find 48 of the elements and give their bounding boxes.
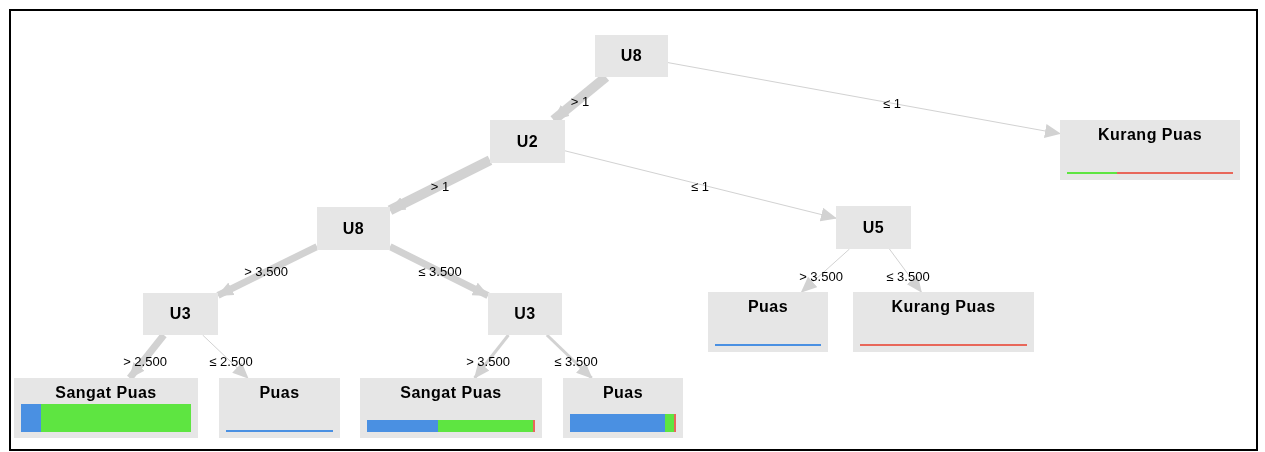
arrow [545,333,593,380]
node-label: Puas [602,383,644,403]
edge-label: > 1 [570,94,590,108]
edge-label: ≤ 3.500 [418,264,462,278]
edge-label: > 3.500 [466,354,510,368]
leaf-box [14,378,198,438]
edge-label: > 3.500 [799,269,843,283]
node-label: U3 [514,304,536,324]
edge-label: ≤ 2.500 [209,354,253,368]
edge-label: ≤ 3.500 [886,269,930,283]
node-label: U3 [169,304,192,324]
decision-box [595,35,668,77]
edge-label: > 1 [430,179,450,193]
leaf-box [563,378,683,438]
arrow [202,334,249,379]
node-label: Kurang Puas [891,297,996,317]
node-label: U2 [516,131,539,152]
edge-label: ≤ 3.500 [554,354,598,368]
arrow [216,243,319,299]
node-label: Sangat Puas [400,383,502,403]
node-label: Sangat Puas [55,383,157,403]
node-label: Kurang Puas [1097,125,1203,145]
leaf-box [1060,120,1240,180]
decision-box [317,207,390,250]
arrow [473,334,510,379]
node-label: Puas [747,297,789,317]
decision-box [488,293,562,335]
arrow [388,243,490,299]
node-label: Puas [259,383,300,403]
edge-label: ≤ 1 [883,96,901,110]
leaf-box [708,292,828,352]
node-label: U8 [342,218,365,239]
arrow [800,248,850,293]
leaf-box [360,378,542,438]
decision-box [490,120,565,163]
decision-box [836,206,911,249]
leaf-box [853,292,1034,352]
arrow [888,248,922,293]
arrow [387,155,493,215]
edge-label: > 3.500 [244,264,288,278]
decision-box [143,293,218,335]
edge-label: > 2.500 [123,354,167,368]
arrow [667,62,1061,138]
node-label: U5 [862,217,885,238]
arrow [564,150,837,222]
leaf-box [219,378,340,438]
edge-label: ≤ 1 [691,179,709,193]
node-label: U8 [620,46,643,66]
